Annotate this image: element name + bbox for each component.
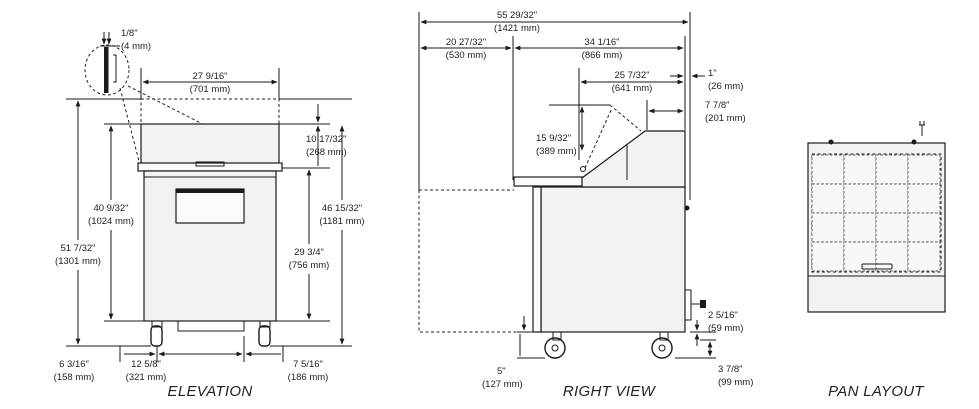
lid-depth-mm: (641 mm) bbox=[612, 83, 653, 94]
gasket-mm: (4 mm) bbox=[121, 41, 151, 52]
right-view: 55 29/32" (1421 mm) 20 27/32" (530 mm) 3… bbox=[418, 10, 753, 400]
side-offset-in: 7 5/16" bbox=[293, 359, 323, 370]
caster-front-in: 5" bbox=[497, 366, 506, 377]
cord-mm: (59 mm) bbox=[708, 323, 743, 334]
lid-height-mm: (268 mm) bbox=[306, 147, 347, 158]
caster-h-in: 3 7/8" bbox=[718, 364, 743, 375]
back-mm: (26 mm) bbox=[708, 81, 743, 92]
body-height-in: 40 9/32" bbox=[93, 203, 128, 214]
top-width-mm: (701 mm) bbox=[190, 84, 231, 95]
right-caster-front bbox=[544, 331, 566, 359]
pan-layout-view: PAN LAYOUT bbox=[807, 121, 946, 400]
gasket-in: 1/8" bbox=[121, 28, 138, 39]
lid-open-in: 15 9/32" bbox=[536, 133, 571, 144]
overall-depth-in: 55 29/32" bbox=[497, 10, 537, 21]
board-mm: (530 mm) bbox=[446, 50, 487, 61]
overall-height-in: 51 7/32" bbox=[60, 243, 95, 254]
overall-height-mm: (1301 mm) bbox=[55, 256, 101, 267]
total-height-in: 46 15/32" bbox=[322, 203, 362, 214]
cord-in: 2 5/16" bbox=[708, 310, 738, 321]
lid-depth-in: 25 7/32" bbox=[614, 70, 649, 81]
side-offset-mm: (186 mm) bbox=[288, 372, 329, 383]
caster-offset-mm: (158 mm) bbox=[54, 372, 95, 383]
caster-offset-in: 6 3/16" bbox=[59, 359, 89, 370]
total-height-mm: (1181 mm) bbox=[319, 216, 364, 227]
cutting-board bbox=[513, 176, 584, 187]
elevation-caption: ELEVATION bbox=[168, 383, 253, 400]
pan-layout-caption: PAN LAYOUT bbox=[828, 383, 925, 400]
elevation-rail bbox=[137, 162, 283, 172]
pan-handle bbox=[861, 263, 893, 270]
cabinet-depth-mm: (866 mm) bbox=[582, 50, 623, 61]
lid-height-in: 10 17/32" bbox=[306, 134, 346, 145]
caster-h-mm: (99 mm) bbox=[718, 377, 753, 388]
work-height-mm: (756 mm) bbox=[289, 260, 330, 271]
right-view-caption: RIGHT VIEW bbox=[563, 383, 657, 400]
pan-grid bbox=[811, 154, 941, 272]
hood-depth-mm: (201 mm) bbox=[705, 113, 746, 124]
door-handle-recess bbox=[175, 188, 245, 224]
body-height-mm: (1024 mm) bbox=[88, 216, 134, 227]
top-width-in: 27 9/16" bbox=[192, 71, 227, 82]
work-height-in: 29 3/4" bbox=[294, 247, 324, 258]
lid-open-mm: (389 mm) bbox=[536, 146, 577, 157]
elevation-lid bbox=[140, 123, 280, 165]
caster-front-mm: (127 mm) bbox=[482, 379, 523, 390]
elevation-view: 1/8" (4 mm) 27 9/16" (701 mm) bbox=[52, 28, 367, 400]
elevation-caster-left bbox=[150, 320, 163, 347]
hood-depth-in: 7 7/8" bbox=[705, 100, 730, 111]
caster-span-in: 12 5/8" bbox=[131, 359, 161, 370]
right-hood bbox=[581, 130, 686, 188]
overall-depth-mm: (1421 mm) bbox=[494, 23, 540, 34]
right-cabinet bbox=[540, 186, 686, 333]
elevation-caster-right bbox=[258, 320, 271, 347]
back-in: 1" bbox=[708, 68, 717, 79]
gasket-detail bbox=[84, 32, 130, 96]
caster-span-mm: (321 mm) bbox=[126, 372, 167, 383]
board-in: 20 27/32" bbox=[446, 37, 486, 48]
right-caster-rear bbox=[651, 331, 673, 359]
cabinet-depth-in: 34 1/16" bbox=[584, 37, 619, 48]
